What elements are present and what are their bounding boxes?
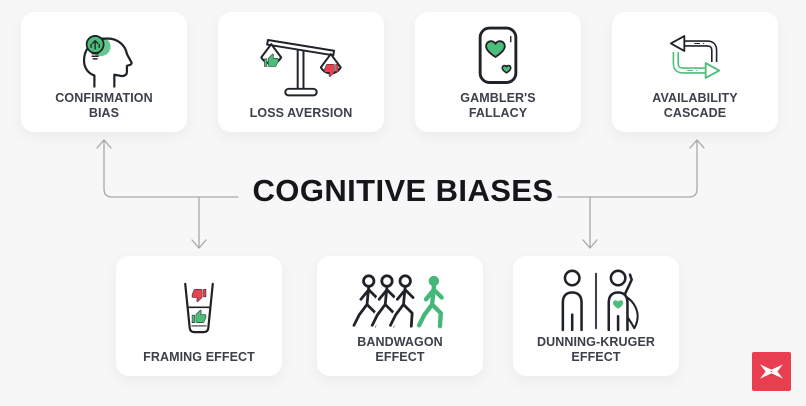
card-label: BANDWAGON EFFECT bbox=[357, 335, 443, 364]
arrowhead-down-left-icon bbox=[191, 239, 207, 249]
arrowhead-up-right-icon bbox=[689, 139, 705, 149]
card-dunning-kruger-effect: DUNNING-KRUGER EFFECT bbox=[513, 256, 679, 376]
card-confirmation-bias: CONFIRMATION BIAS bbox=[21, 12, 187, 132]
card-label: CONFIRMATION BIAS bbox=[55, 91, 153, 120]
arrowhead-down-right-icon bbox=[582, 239, 598, 249]
card-loss-aversion: LOSS AVERSION bbox=[218, 12, 384, 132]
page-title: COGNITIVE BIASES bbox=[252, 173, 554, 208]
card-label: GAMBLER'S FALLACY bbox=[460, 91, 536, 120]
person-superhero-icon bbox=[546, 266, 646, 335]
half-full-glass-icon bbox=[168, 266, 230, 350]
card-availability-cascade: AVAILABILITY CASCADE bbox=[612, 12, 778, 132]
cycle-arrows-icon bbox=[663, 22, 727, 91]
card-label: AVAILABILITY CASCADE bbox=[652, 91, 738, 120]
card-label: DUNNING-KRUGER EFFECT bbox=[536, 335, 656, 364]
head-lightbulb-icon bbox=[70, 22, 138, 91]
card-gamblers-fallacy: GAMBLER'S FALLACY bbox=[415, 12, 581, 132]
card-framing-effect: FRAMING EFFECT bbox=[116, 256, 282, 376]
balance-scale-icon bbox=[258, 22, 344, 106]
card-label: LOSS AVERSION bbox=[249, 106, 353, 120]
arrowhead-up-left-icon bbox=[96, 139, 112, 149]
xm-logo bbox=[752, 352, 791, 391]
card-label: FRAMING EFFECT bbox=[143, 350, 255, 364]
playing-card-hearts-icon bbox=[468, 22, 528, 91]
walking-crowd-icon bbox=[349, 266, 451, 335]
card-bandwagon-effect: BANDWAGON EFFECT bbox=[317, 256, 483, 376]
x-mark-icon bbox=[760, 364, 783, 379]
